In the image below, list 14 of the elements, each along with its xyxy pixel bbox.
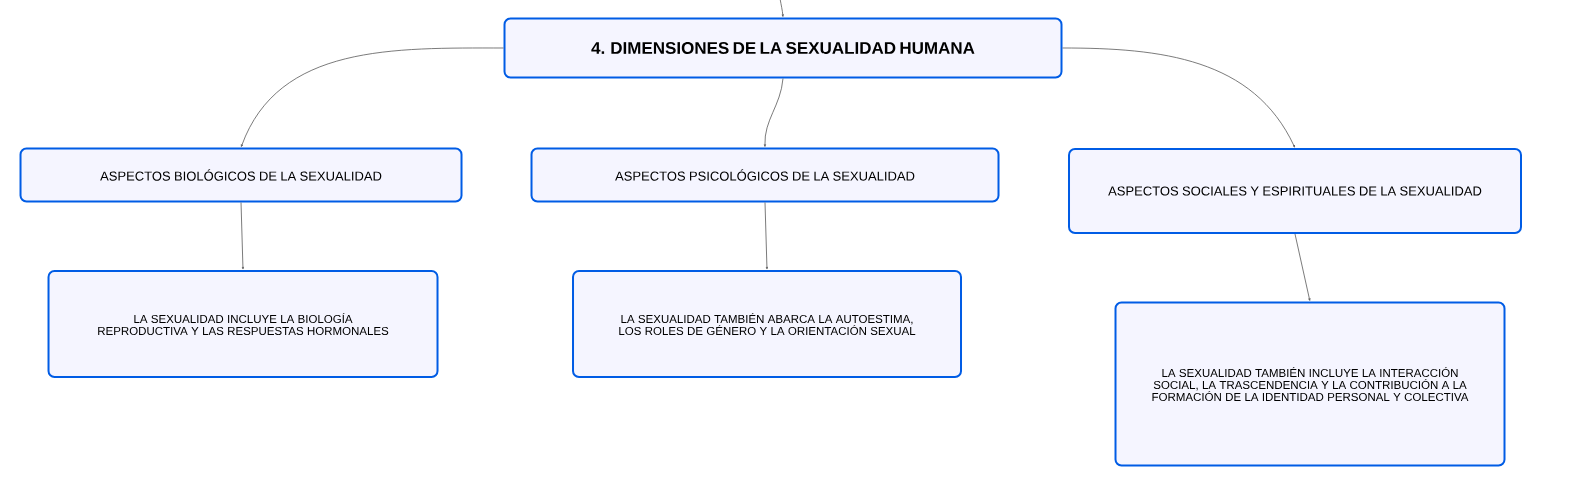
arrow <box>1062 47 1295 148</box>
subtopic-box: ASPECTOS SOCIALES Y ESPIRITUALES DE LA SEXUALIDAD <box>1068 148 1522 234</box>
arrow <box>764 202 768 270</box>
arrow <box>763 78 784 147</box>
subtopic-box: LA SEXUALIDAD TAMBIÉN INCLUYE LA INTERACCIÓN SOCIAL, LA TRASCENDENCIA Y LA CONTRIBUCIÓN A LA FORMACIÓN DE LA IDENTIDAD PERSONAL Y COLECTIVA <box>1114 301 1506 467</box>
subtopic-box: LA SEXUALIDAD INCLUYE LA BIOLOGÍA REPRODUCTIVA Y LAS RESPUESTAS HORMONALES <box>47 270 439 378</box>
arrow <box>240 47 504 147</box>
arrow <box>779 0 784 17</box>
arrow <box>1294 233 1311 301</box>
arrow <box>240 202 244 270</box>
topic-box: 4. DIMENSIONES DE LA SEXUALIDAD HUMANA <box>503 17 1063 79</box>
subtopic-box: ASPECTOS BIOLÓGICOS DE LA SEXUALIDAD <box>19 147 463 203</box>
subtopic-box: LA SEXUALIDAD TAMBIÉN ABARCA LA AUTOESTIMA, LOS ROLES DE GÉNERO Y LA ORIENTACIÓN SEXUAL <box>572 270 962 378</box>
subtopic-box: ASPECTOS PSICOLÓGICOS DE LA SEXUALIDAD <box>530 147 1000 203</box>
